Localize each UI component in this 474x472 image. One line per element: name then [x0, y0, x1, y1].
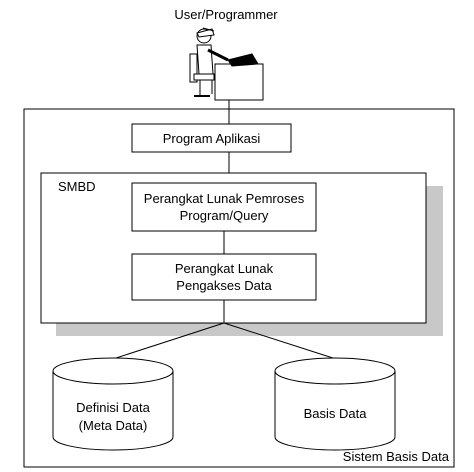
system-boundary — [23, 108, 455, 468]
connector-to-basis — [223, 322, 337, 360]
dbms-label: SMBD — [58, 179, 96, 194]
program-aplikasi-box: Program Aplikasi — [131, 123, 292, 153]
data-accessor-label-line1: Perangkat Lunak — [175, 261, 274, 276]
definisi-data-label-line2: (Meta Data) — [79, 418, 148, 433]
system-label: Sistem Basis Data — [343, 449, 450, 464]
query-processor-label-line1: Perangkat Lunak Pemroses — [144, 191, 305, 206]
definisi-data-store: Definisi Data (Meta Data) — [52, 357, 174, 451]
connector-to-definisi — [112, 322, 225, 360]
actor-label: User/Programmer — [174, 7, 278, 22]
query-processor-box: Perangkat Lunak Pemroses Program/Query — [131, 182, 317, 232]
query-processor-label-line2: Program/Query — [180, 208, 269, 223]
data-accessor-box: Perangkat Lunak Pengakses Data — [131, 253, 317, 301]
definisi-data-label-line1: Definisi Data — [76, 400, 150, 415]
basis-data-label: Basis Data — [304, 406, 368, 421]
program-aplikasi-label: Program Aplikasi — [163, 131, 261, 146]
user-at-computer-icon — [189, 27, 264, 101]
basis-data-store: Basis Data — [274, 357, 396, 451]
data-accessor-label-line2: Pengakses Data — [176, 278, 272, 293]
